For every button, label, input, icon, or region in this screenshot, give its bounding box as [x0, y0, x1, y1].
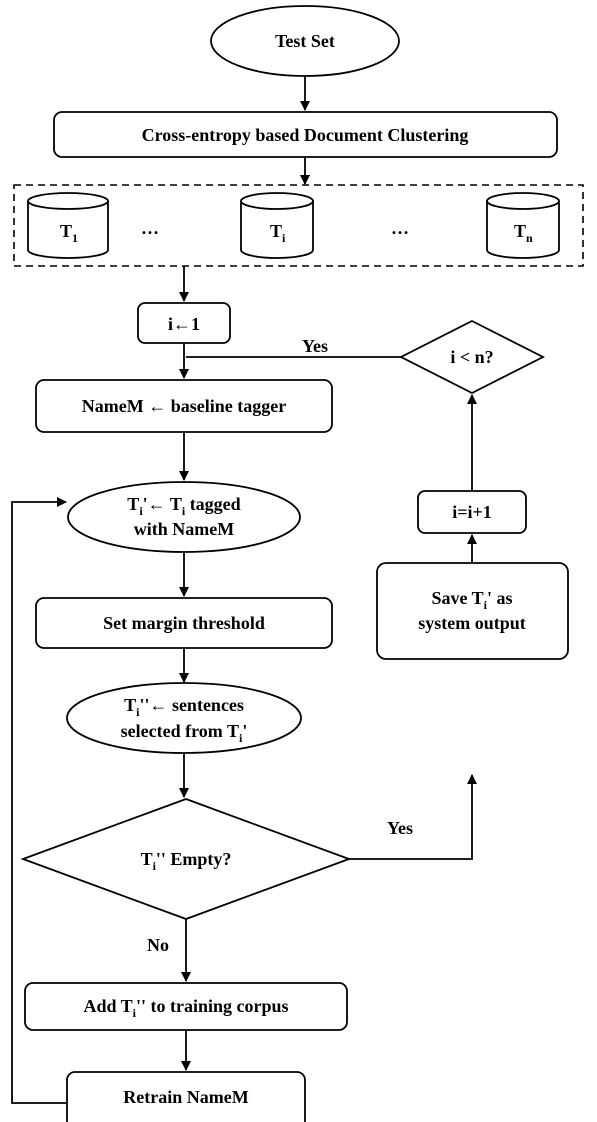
check-label: i < n? — [450, 347, 493, 367]
baseline-label: NameM ← baseline tagger — [82, 396, 286, 416]
select-node — [66, 682, 302, 754]
cluster-t1-label: T1 — [60, 221, 78, 245]
cluster-ti-node — [240, 192, 314, 259]
ellipsis-right: … — [391, 218, 409, 238]
ellipsis-left: … — [141, 218, 159, 238]
select-label-line2: selected from Ti' — [121, 721, 248, 745]
test-set-label: Test Set — [275, 31, 335, 51]
add-label: Add Ti'' to training corpus — [83, 996, 288, 1020]
init-label: i←1 — [168, 314, 200, 334]
empty-check-label: Ti'' Empty? — [141, 849, 232, 873]
cluster-t1-node — [27, 192, 109, 259]
tag-label-line2: with NameM — [134, 519, 234, 539]
check-node — [399, 319, 545, 395]
cluster-tn-node — [486, 192, 560, 259]
yes-right-label: Yes — [387, 818, 413, 838]
save-label-line2: system output — [418, 613, 526, 633]
edge-retrain-loop — [11, 497, 67, 1104]
edge-empty-yes — [349, 774, 477, 860]
cluster-tn-label: Tn — [514, 221, 533, 245]
retrain-node — [66, 1071, 306, 1122]
tag-label-line1: Ti'← Ti tagged — [127, 494, 240, 518]
yes-top-label: Yes — [302, 336, 328, 356]
retrain-label: Retrain NameM — [123, 1087, 248, 1107]
save-output-node — [376, 562, 569, 660]
select-label-line1: Ti''← sentences — [124, 695, 244, 719]
cluster-ti-label: Ti — [270, 221, 286, 245]
clustering-label: Cross-entropy based Document Clustering — [142, 125, 469, 145]
save-label-line1: Save Ti' as — [431, 588, 512, 612]
no-label: No — [147, 935, 169, 955]
increment-label: i=i+1 — [452, 502, 492, 522]
margin-label: Set margin threshold — [103, 613, 265, 633]
